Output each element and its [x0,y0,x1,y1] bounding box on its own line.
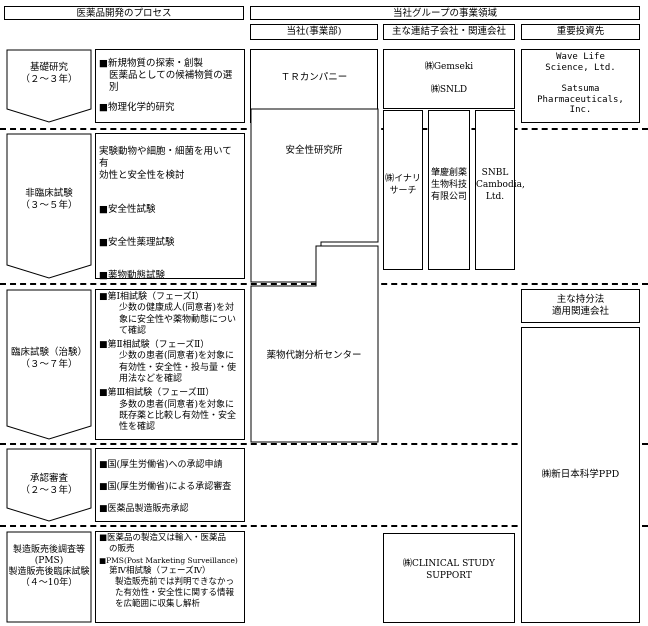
detail-line: を広範囲に収集し解析 [115,599,201,609]
cambodia-box: SNBL Cambodia, Ltd. [475,110,525,270]
detail-line: ■安全性薬理試験 [99,237,175,248]
stage-name: 非臨床試験 [25,188,73,199]
detail-line: ■国(厚生労働省)への承認申請 [99,460,223,470]
postmarket-details: ■医薬品の製造又は輸入・医薬品 の販売 ■PMS(Post Marketing … [95,531,245,623]
equity-method-label: 主な持分法 [556,294,605,305]
zhaoqing-box: 肇慶創薬生物科技有限公司 [428,110,470,270]
stage-arrow-basic [6,49,92,123]
detail-line: 用法などを確認 [119,374,183,385]
stage-period: （３～７年） [20,359,78,370]
stage-postmarket-label: 製造販売後調査等 (PMS) 製造販売後臨床試験 （４～10年） [6,545,92,589]
investments-column-header: 重要投資先 [521,24,640,40]
safety-lab-text: 安全性研究所 [285,145,343,156]
satsuma-label: Satsuma [561,84,600,94]
stage-arrow-postmarket [6,531,92,623]
detail-line: ■PMS(Post Marketing Surveillance) [99,556,238,565]
stage-period: （２～３年） [20,485,78,496]
stage-period: （４～10年） [20,578,78,588]
stage-arrow-clinical [6,289,92,440]
stage-clinical-label: 臨床試験（治験） （３～７年） [6,347,92,371]
satsuma-label: Inc. [569,105,592,115]
wave-life-label: Wave Life [556,52,605,62]
detail-line: た有効性・安全性に関する情報 [115,588,235,598]
detail-line: ■医薬品製造販売承認 [99,504,189,514]
nonclinical-details: 実験動物や細胞・細菌を用いて有 効性と安全性を検討 ■安全性試験 ■安全性薬理試… [95,133,245,281]
detail-line: ■医薬品の製造又は輸入・医薬品 [99,533,227,543]
stage-approval-label: 承認審査 （２～３年） [6,473,92,497]
cambodia-label: SNBL Cambodia, Ltd. [476,168,525,202]
detail-line: ■第Ⅰ相試験（フェーズⅠ） [99,292,205,302]
business-domain-header: 当社グループの事業領域 [250,6,640,20]
ppd-label: ㈱新日本科学PPD [541,469,620,480]
clinical-study-support-box: ㈱CLINICAL STUDY SUPPORT [383,533,515,623]
stage-name: 製造販売後調査等 [12,545,85,555]
investments-box: Wave Life Science, Ltd. Satsuma Pharmace… [521,49,640,123]
stage-name: 基礎研究 [29,62,68,73]
approval-details: ■国(厚生労働省)への承認申請 ■国(厚生労働省)による承認審査 ■医薬品製造販… [95,448,245,522]
detail-line: て確認 [119,325,147,336]
clinical-study-label: ㈱CLINICAL STUDY SUPPORT [403,559,495,581]
clinical-details: ■第Ⅰ相試験（フェーズⅠ） 少数の健康成人(同意者)を対 象に安全性や薬物動態に… [95,289,245,440]
detail-line: 有効性・安全性・投与量・使 [119,362,237,373]
equity-method-header: 主な持分法 適用関連会社 [521,289,640,323]
gemseki-snld-box: ㈱Gemseki ㈱SNLD [383,49,515,109]
basic-research-details: ■新規物質の探索・創製 医薬品としての候補物質の選別 ■物理化学的研究 [95,49,245,123]
satsuma-label: Pharmaceuticals, [537,94,624,105]
ina-research-label: ㈱イナリサーチ [385,174,421,196]
detail-line: 多数の患者(同意者)を対象に [119,399,235,410]
ppd-box: ㈱新日本科学PPD [521,327,640,623]
detail-line: 実験動物や細胞・細菌を用いて有 [99,146,232,169]
stage-arrow-approval [6,448,92,522]
detail-line: ■新規物質の探索・創製 [99,58,203,69]
separator-line [0,443,648,445]
process-header: 医薬品開発のプロセス [4,6,244,20]
detail-line: 少数の患者(同意者)を対象に [119,351,235,362]
stage-period: 製造販売後臨床試験 [8,567,90,577]
stage-arrow-nonclinical [6,133,92,279]
detail-line: 製造販売前では判明できなかっ [115,577,235,587]
detail-line: 第Ⅳ相試験（フェーズⅣ） [109,566,211,576]
detail-line: ■国(厚生労働省)による承認審査 [99,482,232,492]
ina-research-box: ㈱イナリサーチ [383,110,423,270]
detail-line: 性を確認 [119,422,156,433]
company-lab-outline [250,108,379,443]
detail-line: ■物理化学的研究 [99,102,175,113]
detail-line: 効性と安全性を検討 [99,170,185,181]
zhaoqing-label: 肇慶創薬生物科技有限公司 [430,168,467,202]
detail-line: 象に安全性や薬物動態につい [119,314,237,325]
stage-name: 臨床試験（治験） [10,347,87,358]
equity-method-label: 適用関連会社 [551,306,609,317]
tr-company-label: ＴＲカンパニー [280,72,348,83]
stage-period: （３～５年） [20,200,78,211]
detail-line: 少数の健康成人(同意者)を対 [119,303,235,314]
safety-lab-label: 安全性研究所 [250,145,378,157]
snld-label: ㈱SNLD [430,85,468,95]
separator-line [0,525,648,527]
stage-period: （２～３年） [20,74,78,85]
pk-center-label: 薬物代謝分析センター [250,350,378,362]
company-column-header: 当社(事業部) [250,24,378,40]
detail-line: ■薬物動態試験 [99,270,165,281]
stage-basic-label: 基礎研究 （２～３年） [6,62,92,86]
stage-period: (PMS) [34,556,64,566]
detail-line: ■安全性試験 [99,204,156,215]
detail-line: ■第Ⅲ相試験（フェーズⅢ） [99,388,215,399]
pk-center-text: 薬物代謝分析センター [266,350,362,361]
detail-line: 医薬品としての候補物質の選別 [109,70,233,93]
detail-line: ■第Ⅱ相試験（フェーズⅡ） [99,340,210,351]
stage-nonclinical-label: 非臨床試験 （３～５年） [6,188,92,212]
gemseki-label: ㈱Gemseki [424,62,474,72]
stage-name: 承認審査 [29,473,68,484]
detail-line: 既存薬と比較し有効性・安全 [119,410,237,421]
subsidiaries-column-header: 主な連結子会社・関連会社 [383,24,515,40]
wave-life-label: Science, Ltd. [545,62,616,73]
detail-line: の販売 [109,544,135,554]
